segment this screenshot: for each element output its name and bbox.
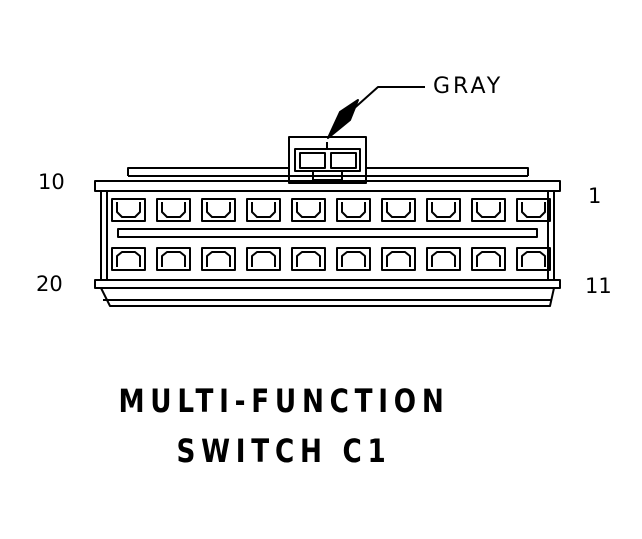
connector-title-line2: SWITCH C1 xyxy=(176,432,392,470)
pin-cavity xyxy=(426,247,461,271)
cavity-row-bottom xyxy=(111,247,551,271)
pin-cavity xyxy=(291,198,326,222)
pin-cavity xyxy=(381,247,416,271)
pin-label-top-right: 1 xyxy=(588,184,602,208)
pin-cavity xyxy=(471,198,506,222)
pin-cavity xyxy=(291,247,326,271)
connector-title-line1: MULTI-FUNCTION xyxy=(118,382,450,420)
wire-color-label: GRAY xyxy=(433,74,504,99)
gray-leader-arrow xyxy=(327,99,359,139)
pin-cavity xyxy=(201,198,236,222)
pin-cavity xyxy=(336,247,371,271)
connector-latch xyxy=(288,136,367,184)
connector-body xyxy=(94,167,561,307)
pin-cavity xyxy=(111,198,146,222)
pin-cavity xyxy=(471,247,506,271)
pin-cavity xyxy=(111,247,146,271)
pin-cavity xyxy=(156,247,191,271)
pin-cavity xyxy=(201,247,236,271)
pin-cavity xyxy=(156,198,191,222)
pin-cavity xyxy=(381,198,416,222)
pin-label-bottom-left: 20 xyxy=(36,272,63,296)
pin-cavity xyxy=(246,247,281,271)
gray-leader-line xyxy=(349,86,425,113)
pin-cavity xyxy=(516,198,551,222)
pin-cavity xyxy=(246,198,281,222)
pin-label-top-left: 10 xyxy=(38,170,65,194)
pin-cavity xyxy=(336,198,371,222)
pin-cavity xyxy=(426,198,461,222)
pin-cavity xyxy=(516,247,551,271)
pin-label-bottom-right: 11 xyxy=(585,274,612,298)
cavity-row-top xyxy=(111,198,551,222)
